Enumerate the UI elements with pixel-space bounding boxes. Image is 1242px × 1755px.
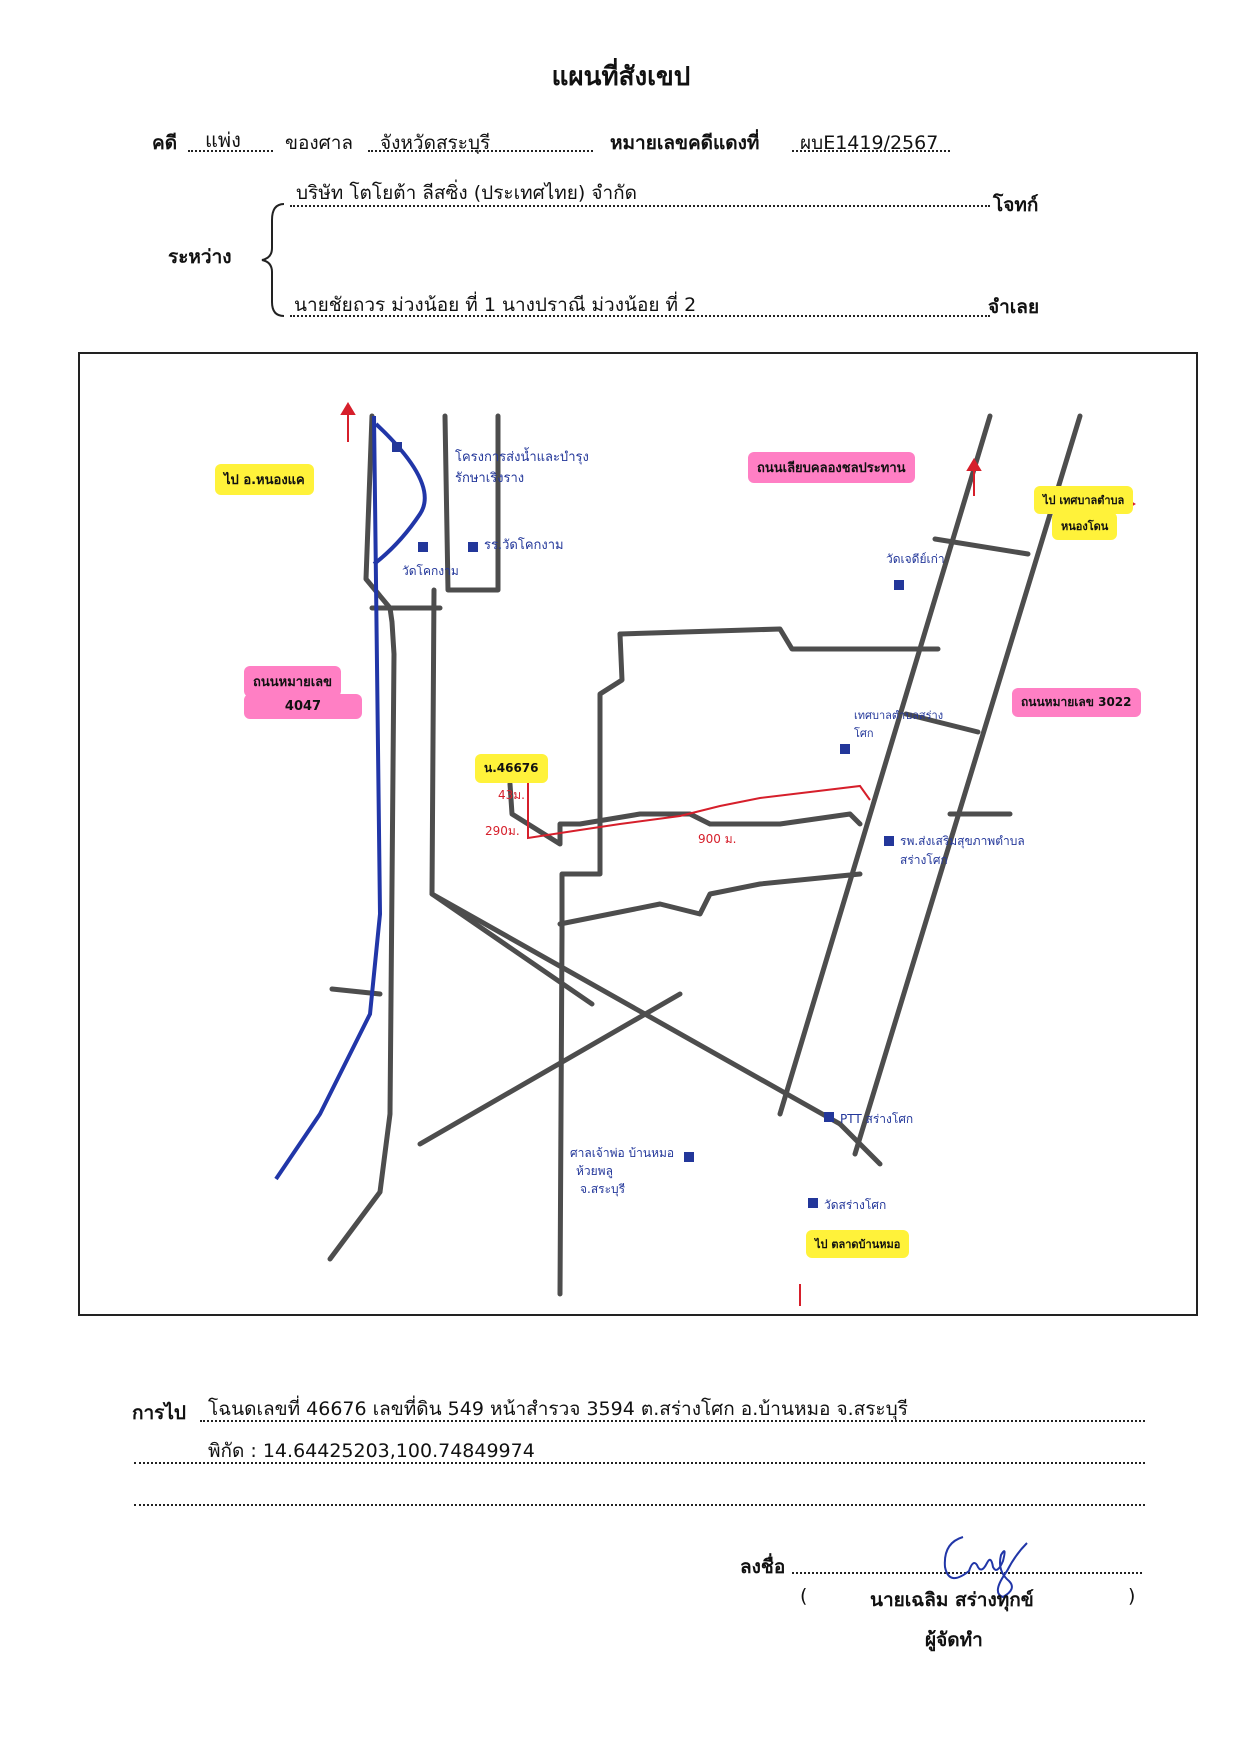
ptt-station-icon [824,1112,834,1122]
close-paren: ) [1128,1585,1136,1607]
open-paren: ( [800,1585,808,1607]
distance-43-label: 43ม. [498,788,525,802]
distance-290-label: 290ม. [485,824,520,838]
shrine-label-2: ห้วยพลู [576,1164,613,1178]
red-no: ผบE1419/2567 [800,132,939,154]
school-label: รร.วัดโคกงาม [484,538,564,553]
directions-line-1: โฉนดเลขที่ 46676 เลขที่ดิน 549 หน้าสำรวจ… [208,1398,908,1420]
directions-line-2: พิกัด : 14.64425203,100.74849974 [208,1440,535,1462]
signer-role: ผู้จัดทำ [925,1629,983,1651]
health-center-icon [884,836,894,846]
temple-sarangsok-label: วัดสร่างโศก [824,1198,887,1212]
directions-label: การไป [132,1402,186,1424]
reservoir-label: โครงการส่งน้ำและบำรุงรักษาเริงราง [455,450,589,486]
plaintiff-dots [290,205,990,207]
shrine-icon [684,1152,694,1162]
court-dots [368,150,593,152]
directions-dots-2 [134,1462,1145,1464]
road-3022-tag: ถนนหมายเลข 3022 [1012,688,1141,717]
school-icon [468,542,478,552]
map-drawing [274,402,1136,1306]
ptt-label: PTT สร่างโศก [840,1112,914,1126]
defendant-name: นายชัยถวร ม่วงน้อย ที่ 1 นางปราณี ม่วงน้… [294,294,697,316]
road-network [327,413,1083,1297]
to-municipality-tag: ไป เทศบาลตำบล [1034,486,1134,514]
canal [274,415,427,1181]
temple-sarangsok-icon [808,1198,818,1208]
road-phahon-tag: ถนนเลียบคลองชลประทาน [748,452,915,483]
temple-khokngam-label: วัดโคกงาม [402,564,459,578]
road-4047-tag-2: 4047 [244,694,362,719]
survey-route [518,761,871,840]
to-nongkhae-tag: ไป อ.หนองแค [215,464,314,495]
shrine-label-3: จ.สระบุรี [580,1182,626,1196]
to-banmo-tag: ไป ตลาดบ้านหมอ [806,1230,910,1258]
court-name: จังหวัดสระบุรี [380,132,491,154]
case-type-dots [188,150,273,152]
directions-dots-3 [134,1504,1145,1506]
case-type: แพ่ง [205,128,241,152]
to-municipality-tag-2: หนองโดน [1052,512,1118,540]
sign-label: ลงชื่อ [740,1556,786,1578]
defendant-dots [290,315,990,317]
signer-name: นายเฉลิม สร่างทุกข์ [870,1589,1034,1611]
reservoir-building-icon [392,442,402,452]
defendant-role: จำเลย [988,296,1040,318]
temple-khokngam-icon [418,542,428,552]
between-label: ระหว่าง [168,246,232,268]
directions-dots-1 [200,1420,1145,1422]
health-center-label: รพ.ส่งเสริมสุขภาพตำบลสร่างโศก [900,834,1025,867]
distance-900-label: 900 ม. [698,832,737,846]
red-no-label: หมายเลขคดีแดงที่ [610,132,760,154]
page-title: แผนที่สังเขป [551,62,691,92]
map-frame: ไป อ.หนองแค โครงการส่งน้ำและบำรุงรักษาเร… [78,352,1198,1316]
party-brace [261,203,285,317]
land-parcel-tag: น.46676 [475,754,548,783]
municipality-office-label: เทศบาลตำบลสร่างโศก [854,709,944,740]
plaintiff-name: บริษัท โตโยต้า ลีสซิ่ง (ประเทศไทย) จำกัด [296,182,638,204]
municipality-office-icon [840,744,850,754]
temple-chedi-label: วัดเจดีย์เก่า [886,552,945,566]
plaintiff-role: โจทก์ [993,194,1039,216]
handwritten-signature [943,1536,1028,1599]
red-no-dots [792,150,950,152]
case-label: คดี [152,132,178,154]
road-4047-tag-1: ถนนหมายเลข [244,666,341,697]
court-label: ของศาล [285,132,354,154]
temple-chedi-icon [894,580,904,590]
shrine-label: ศาลเจ้าพ่อ บ้านหมอ [570,1146,675,1160]
